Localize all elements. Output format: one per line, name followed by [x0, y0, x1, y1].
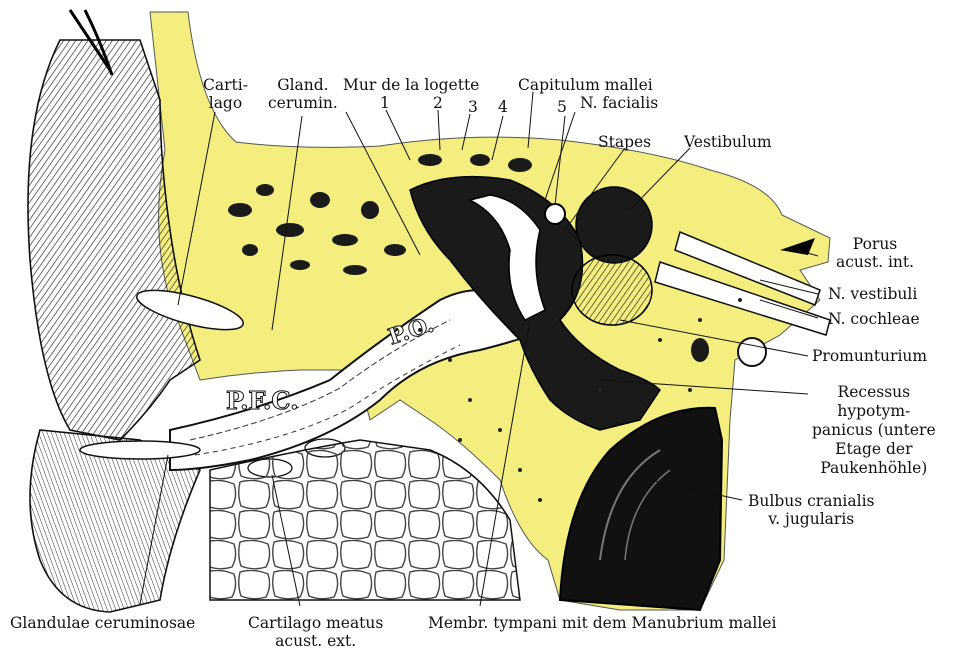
label-bulbus-line1: Bulbus cranialis	[748, 492, 875, 510]
label-promunturium: Promunturium	[812, 347, 927, 365]
label-recessus-line4: Etage der	[812, 440, 936, 459]
label-gland-cerumin-line1: Gland.	[268, 76, 338, 94]
label-recessus-line2: hypotym-	[812, 402, 936, 421]
label-recessus: Recessus hypotym- panicus (untere Etage …	[812, 383, 936, 478]
label-porus-line1: Porus	[836, 235, 914, 253]
label-bulbus-line2: v. jugularis	[748, 510, 875, 528]
label-number-1: 1	[380, 94, 390, 112]
label-mur-logette: Mur de la logette	[343, 76, 479, 94]
label-pfc: P.F.C.	[226, 392, 298, 410]
label-cartilago-meatus-line1: Cartilago meatus	[248, 614, 383, 632]
label-cartilago-meatus: Cartilago meatus acust. ext.	[248, 614, 383, 650]
label-n-cochleae: N. cochleae	[828, 310, 920, 328]
label-recessus-line5: Paukenhöhle)	[812, 459, 936, 478]
parotid-region	[210, 440, 520, 600]
label-cartilago: Carti- lago	[203, 76, 248, 112]
label-cartilago-meatus-line2: acust. ext.	[248, 632, 383, 650]
label-stapes: Stapes	[598, 133, 651, 151]
label-porus: Porus acust. int.	[836, 235, 914, 271]
label-glandulae-ceruminosae: Glandulae ceruminosae	[10, 614, 195, 632]
label-recessus-line3: panicus (untere	[812, 421, 936, 440]
label-n-vestibuli: N. vestibuli	[828, 285, 917, 303]
label-number-4: 4	[498, 98, 508, 116]
label-membr-tympani: Membr. tympani mit dem Manubrium mallei	[428, 614, 776, 632]
label-cartilago-line1: Carti-	[203, 76, 248, 94]
label-capitulum-mallei: Capitulum mallei	[518, 76, 653, 94]
label-gland-cerumin: Gland. cerumin.	[268, 76, 338, 112]
label-gland-cerumin-line2: cerumin.	[268, 94, 338, 112]
label-porus-line2: acust. int.	[836, 253, 914, 271]
label-recessus-line1: Recessus	[812, 383, 936, 402]
label-cartilago-line2: lago	[203, 94, 248, 112]
label-vestibulum: Vestibulum	[684, 133, 772, 151]
label-number-2: 2	[433, 94, 443, 112]
label-n-facialis: N. facialis	[580, 94, 658, 112]
label-number-5: 5	[557, 98, 567, 116]
label-number-3: 3	[468, 98, 478, 116]
label-bulbus: Bulbus cranialis v. jugularis	[748, 492, 875, 528]
